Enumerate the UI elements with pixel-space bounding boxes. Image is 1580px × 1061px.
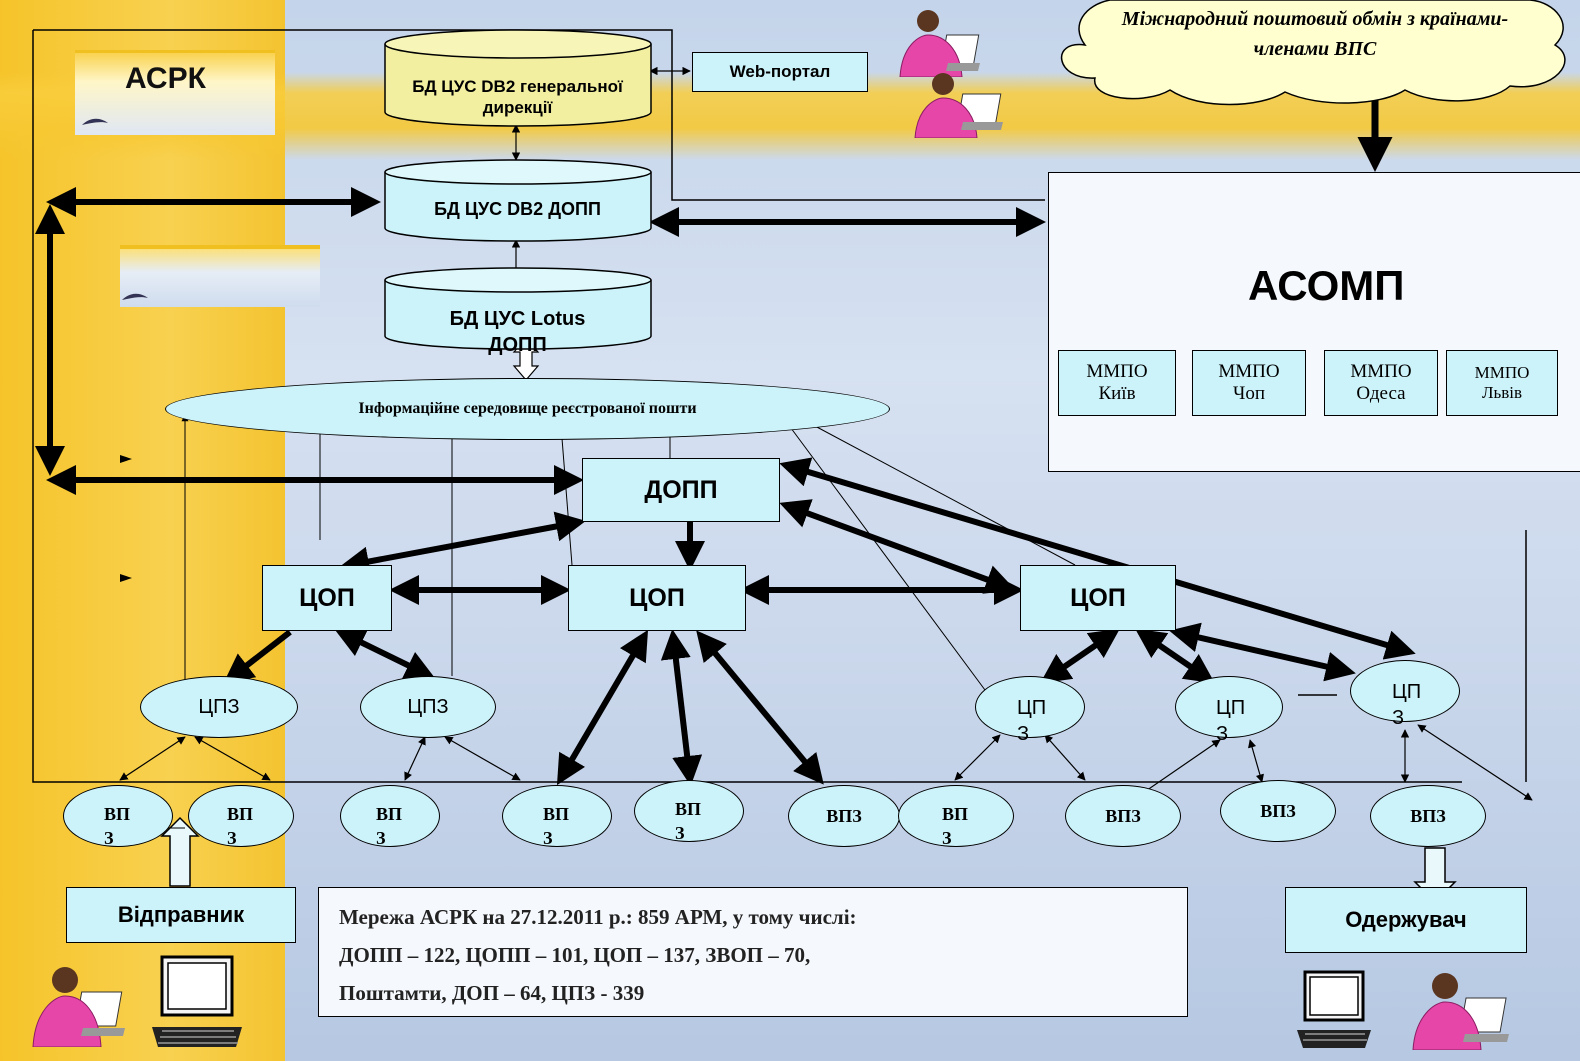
vpz-ellipse-10: ВПЗ [1370,785,1486,847]
cloud-text: Міжнародний поштовий обмін з країнами-чл… [1121,8,1509,60]
vpz-ellipse-4: ВП З [502,785,612,848]
mmpo-lviv-line2: Львів [1481,383,1523,402]
cpz-ellipse-5: ЦП З [1350,660,1460,729]
yellow-side-band [0,0,285,1061]
mmpo-kyiv-line1: ММПО [1086,361,1148,382]
asomp-label: АСОМП [1248,262,1405,309]
mmpo-kyiv-box: ММПО Київ [1058,350,1176,416]
db2-dopp-label: БД ЦУС DB2 ДОПП [434,199,601,219]
mmpo-odesa-box: ММПО Одеса [1324,350,1438,416]
mmpo-kyiv-line2: Київ [1098,383,1136,404]
cpz-ellipse-3: ЦП З [975,676,1085,745]
mmpo-lviv-line1: ММПО [1474,363,1530,382]
db2-dopp-cylinder [384,159,652,242]
cop-box-right: ЦОП [1020,565,1176,631]
decorative-panel [120,245,320,307]
cpz-ellipse-1: ЦПЗ [140,676,298,738]
operator-icon [899,10,980,77]
cpz-ellipse-4-label: ЦП З [1216,697,1246,745]
mmpo-lviv-box: ММПО Львів [1446,350,1558,416]
mmpo-chop-line2: Чоп [1232,383,1266,404]
vpz-ellipse-1: ВП З [63,785,173,848]
lotus-dopp-label: БД ЦУС Lotus ДОПП [449,308,586,356]
computer-icon [152,955,242,1047]
vpz-ellipse-5: ВП З [634,780,744,843]
asrk-label: АСРК [125,62,206,95]
cpz-ellipse-3-label: ЦП З [1017,697,1047,745]
logo-mark-icon-2 [122,293,148,300]
lotus-dopp-cylinder [384,267,652,350]
network-info-line1: Мережа АСРК на 27.12.2011 р.: 859 АРМ, у… [339,905,857,929]
mmpo-chop-box: ММПО Чоп [1192,350,1306,416]
network-info-line3: Поштамти, ДОП – 64, ЦПЗ - 339 [339,981,645,1005]
network-info-line2: ДОПП – 122, ЦОПП – 101, ЦОП – 137, ЗВОП … [339,943,811,967]
vpz-ellipse-3-label: ВП З [376,804,403,848]
operator-icon-2 [914,73,1003,138]
mmpo-odesa-line2: Одеса [1356,383,1406,404]
db2-general-label: БД ЦУС DB2 генеральної дирекції [412,77,623,117]
mmpo-chop-line1: ММПО [1218,361,1280,382]
vpz-ellipse-2-label: ВП З [227,804,254,848]
cloud-shape [1060,0,1566,106]
vpz-ellipse-3: ВП З [340,785,440,848]
vpz-ellipse-2: ВП З [188,785,294,848]
cop-box-left: ЦОП [262,565,392,631]
network-info-box: Мережа АСРК на 27.12.2011 р.: 859 АРМ, у… [318,887,1188,1017]
sender-operator-icon [32,967,125,1047]
vpz-ellipse-8: ВПЗ [1065,785,1181,847]
cpz-ellipse-4: ЦП З [1175,676,1283,745]
mmpo-odesa-line1: ММПО [1350,361,1412,382]
vpz-ellipse-5-label: ВП З [675,799,702,843]
info-environment-ellipse: Інформаційне середовище реєстрованої пош… [165,378,890,440]
receiver-operator-icon [1412,973,1509,1050]
vpz-ellipse-7-label: ВП З [942,804,969,848]
logo-mark-icon [82,118,108,125]
cpz-ellipse-2: ЦПЗ [360,676,496,738]
vpz-ellipse-7: ВП З [898,785,1014,848]
cop-box-center: ЦОП [568,565,746,631]
asomp-box [1048,172,1580,472]
vpz-ellipse-4-label: ВП З [543,804,570,848]
db2-general-cylinder [384,29,652,127]
info-environment-label: Інформаційне середовище реєстрованої пош… [358,400,697,417]
dopp-box: ДОПП [582,458,780,522]
computer-icon-2 [1297,970,1371,1048]
vpz-ellipse-1-label: ВП З [104,804,131,848]
vpz-ellipse-6: ВПЗ [788,785,900,847]
receiver-box: Одержувач [1285,887,1527,953]
asrk-panel [75,50,275,135]
cpz-ellipse-5-label: ЦП З [1392,681,1422,729]
vpz-ellipse-9: ВПЗ [1220,780,1336,842]
web-portal-box: Web-портал [692,52,868,92]
sender-box: Відправник [66,887,296,943]
